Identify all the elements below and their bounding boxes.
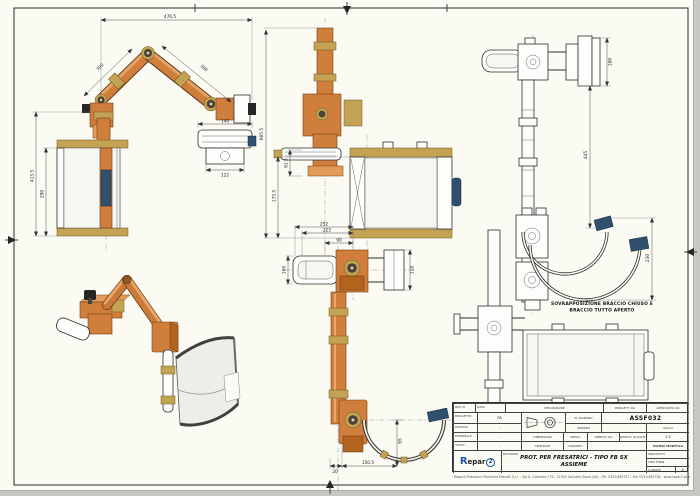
tb-revisione-label: REVISIONE <box>503 451 519 456</box>
tb-variabili-label: VARIABILI <box>563 441 587 450</box>
dim-label-top1: 252 <box>320 222 328 228</box>
dim-label-arc-r: 65 <box>398 438 404 444</box>
tb-cliente-label: CLIENTE <box>646 466 675 473</box>
view-side-shield <box>56 100 129 253</box>
dim-label-e-len: 445 <box>583 151 589 159</box>
tb-title-cell: REVISIONE PROT. PER FRESATRICI - TIPO FB… <box>501 450 646 473</box>
center-mark-bottom-icon <box>326 480 334 494</box>
tb-scala-value: 1:2 <box>646 432 689 441</box>
dim-label-right: 118 <box>410 266 416 274</box>
dim-label-arc-w: 150.5 <box>362 460 375 466</box>
logo-letters-epar: epar <box>467 457 486 466</box>
tb-approv-da-label: APPROV. DA <box>587 432 619 441</box>
tb-progetto-value: FB <box>477 412 521 423</box>
tb-drawing-code: ASSF032 <box>601 412 689 423</box>
tb-progetto-label: PROGETTO <box>453 412 477 423</box>
dim-label-small: 90 <box>336 238 342 244</box>
dim-label-mid-h: 173.5 <box>272 190 278 203</box>
tb-progett-da-label: PROGETT. DA <box>603 403 646 412</box>
dim-label-clamp-b: 122 <box>221 173 229 179</box>
center-mark-right-icon <box>684 248 697 256</box>
projection-symbol-icon <box>524 416 563 429</box>
tb-disegni-value: - <box>477 423 521 432</box>
tb-prodotto-label: PRODOTTO <box>646 450 689 458</box>
view-plan-assembly-dims: 252 225 90 160 118 150.5 20 65 <box>282 222 416 476</box>
dim-label-arm-left: 300 <box>95 62 105 72</box>
tb-approv-qualita-label: APPROV. QUALITA' <box>619 432 646 441</box>
dim-label-clamp-w: 140 <box>221 119 229 125</box>
logo-digit-2: 2 <box>485 457 496 467</box>
view-front-assembly-dims: 605.5 173.5 61.5 <box>259 27 350 239</box>
tb-tipo-forn-label: TIPO FORN. <box>646 458 689 466</box>
tb-descrizione-label: DESCRIZIONE <box>505 403 603 412</box>
center-mark-left-icon <box>5 236 18 244</box>
tb-materiale-value: - <box>477 432 521 441</box>
tb-stato-label: STATO <box>453 441 477 450</box>
logo-letter-r: R <box>459 456 468 467</box>
dim-label-span: 476.5 <box>164 14 177 20</box>
drawing-title-line1: PROT. PER FRESATRICI - TIPO FB SX <box>520 455 628 462</box>
view-plan-extended-dims: 100 445 230 <box>578 37 656 301</box>
dim-label-side-h: 413.5 <box>30 170 36 183</box>
view-folded-arm-dims: 476.5 300 300 140 122 <box>83 14 253 179</box>
tb-empty-cell2 <box>587 441 646 450</box>
drawing-title-line2: ASSIEME <box>560 462 588 468</box>
tb-ultima-modifica-label: ULTIMA MODIFICA <box>646 441 689 450</box>
tb-scala-label: SCALA <box>646 423 689 432</box>
view-front-assembly <box>273 18 462 252</box>
tb-centrale-label: CENTRALE <box>521 441 563 450</box>
tb-dimensioni-label: DIMENSIONI <box>521 432 563 441</box>
sheet-footer-address: Repar2 Protezioni Macchine Utensili S.r.… <box>454 475 690 479</box>
center-mark-top-icon <box>343 2 351 15</box>
tb-spess-label: SPESS. <box>563 432 587 441</box>
dim-label-e-arc: 230 <box>645 254 651 262</box>
dim-label-small-h: 61.5 <box>284 158 290 168</box>
sheet-frame <box>13 4 689 486</box>
dim-label-off: 20 <box>332 469 338 475</box>
view-plan-extended: SOVRAPPOSIZIONE BRACCIO CHIUSO E BRACCIO… <box>481 34 653 315</box>
tb-grezzo-label: GREZZO <box>565 423 601 432</box>
tb-projection-cell <box>521 412 565 432</box>
dim-label-arm-right: 300 <box>199 63 209 73</box>
view-plan-assembly <box>286 240 462 492</box>
tb-stato-value: - <box>477 441 521 450</box>
tb-empty-cell <box>601 423 646 432</box>
dim-label-side-inner: 290 <box>40 190 46 198</box>
view-side-shield-dims: 413.5 290 <box>30 111 94 237</box>
dim-label-total-h: 605.5 <box>259 128 265 141</box>
dim-label-top2: 225 <box>323 228 331 234</box>
tb-n-disegno-label: N. DISEGNO <box>565 412 601 423</box>
tb-rev-label: REV. N <box>453 403 475 412</box>
tb-approvato-da-label: APPROVATO DA <box>646 403 689 412</box>
note-line1: SOVRAPPOSIZIONE BRACCIO CHIUSO E <box>551 301 653 307</box>
note-line2: BRACCIO TUTTO APERTO <box>570 308 635 314</box>
tb-materiale-label: MATERIALE <box>453 432 477 441</box>
title-block: REV. N DATA DESCRIZIONE PROGETT. DA APPR… <box>452 402 689 473</box>
dim-label-e-top: 100 <box>608 58 614 66</box>
tb-formato-value: A <box>675 466 689 473</box>
dim-label-left: 160 <box>282 266 288 274</box>
view-isometric <box>56 275 241 427</box>
tb-disegni-label: DISEGNI <box>453 423 477 432</box>
tb-data-label: DATA <box>475 403 505 412</box>
